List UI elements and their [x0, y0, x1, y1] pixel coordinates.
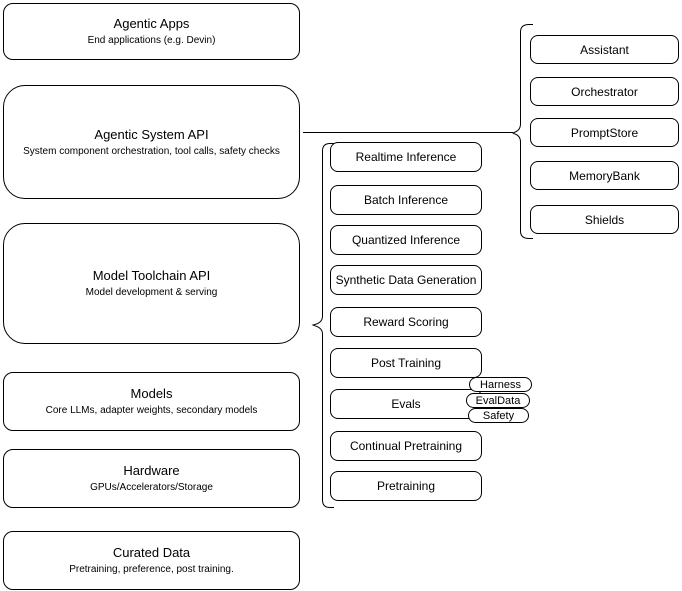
badge-safety: Safety: [468, 408, 529, 423]
node-quantized-inference: Quantized Inference: [330, 225, 482, 255]
node-label: Evals: [391, 397, 421, 411]
node-evals: Evals: [330, 389, 482, 419]
node-label: Post Training: [370, 356, 442, 370]
node-subtitle: Pretraining, preference, post training.: [69, 564, 234, 575]
node-continual-pretraining: Continual Pretraining: [330, 431, 482, 461]
node-agentic-apps: Agentic Apps End applications (e.g. Devi…: [3, 3, 300, 60]
node-label: Synthetic Data Generation: [335, 273, 477, 287]
node-reward-scoring: Reward Scoring: [330, 307, 482, 337]
node-label: Quantized Inference: [351, 233, 461, 247]
node-realtime-inference: Realtime Inference: [330, 142, 482, 172]
node-label: Pretraining: [376, 479, 436, 493]
node-label: Realtime Inference: [355, 150, 457, 164]
node-models: Models Core LLMs, adapter weights, secon…: [3, 372, 300, 431]
badge-harness: Harness: [469, 377, 532, 392]
node-shields: Shields: [530, 205, 679, 234]
node-label: Assistant: [580, 42, 629, 57]
node-title: Hardware: [123, 463, 180, 478]
node-title: Model Toolchain API: [92, 268, 211, 283]
node-label: Batch Inference: [363, 193, 449, 207]
node-assistant: Assistant: [530, 35, 679, 64]
node-title: Agentic Apps: [113, 16, 190, 31]
node-label: MemoryBank: [569, 168, 640, 183]
badge-label: Harness: [480, 378, 521, 391]
node-title: Curated Data: [112, 545, 191, 560]
badge-evaldata: EvalData: [466, 393, 530, 408]
node-synthetic-data-generation: Synthetic Data Generation: [330, 265, 482, 295]
node-orchestrator: Orchestrator: [530, 77, 679, 106]
node-label: Orchestrator: [571, 84, 638, 99]
node-label: Continual Pretraining: [349, 439, 463, 453]
node-promptstore: PromptStore: [530, 118, 679, 147]
node-label: PromptStore: [570, 125, 639, 140]
node-memorybank: MemoryBank: [530, 161, 679, 190]
badge-label: EvalData: [475, 394, 521, 407]
node-batch-inference: Batch Inference: [330, 185, 482, 215]
node-subtitle: Core LLMs, adapter weights, secondary mo…: [45, 405, 258, 416]
node-title: Models: [130, 386, 173, 401]
node-pretraining: Pretraining: [330, 471, 482, 501]
node-hardware: Hardware GPUs/Accelerators/Storage: [3, 449, 300, 508]
node-title: Agentic System API: [94, 126, 209, 142]
node-label: Reward Scoring: [363, 315, 449, 329]
node-model-toolchain-api: Model Toolchain API Model development & …: [3, 223, 300, 344]
node-label: Shields: [584, 212, 625, 227]
node-curated-data: Curated Data Pretraining, preference, po…: [3, 531, 300, 590]
node-agentic-system-api: Agentic System API System component orch…: [3, 85, 300, 199]
badge-label: Safety: [482, 409, 515, 422]
node-post-training: Post Training: [330, 348, 482, 378]
node-subtitle: Model development & serving: [85, 287, 218, 298]
node-subtitle: System component orchestration, tool cal…: [23, 145, 280, 157]
node-subtitle: End applications (e.g. Devin): [87, 35, 216, 46]
node-subtitle: GPUs/Accelerators/Storage: [90, 482, 213, 493]
